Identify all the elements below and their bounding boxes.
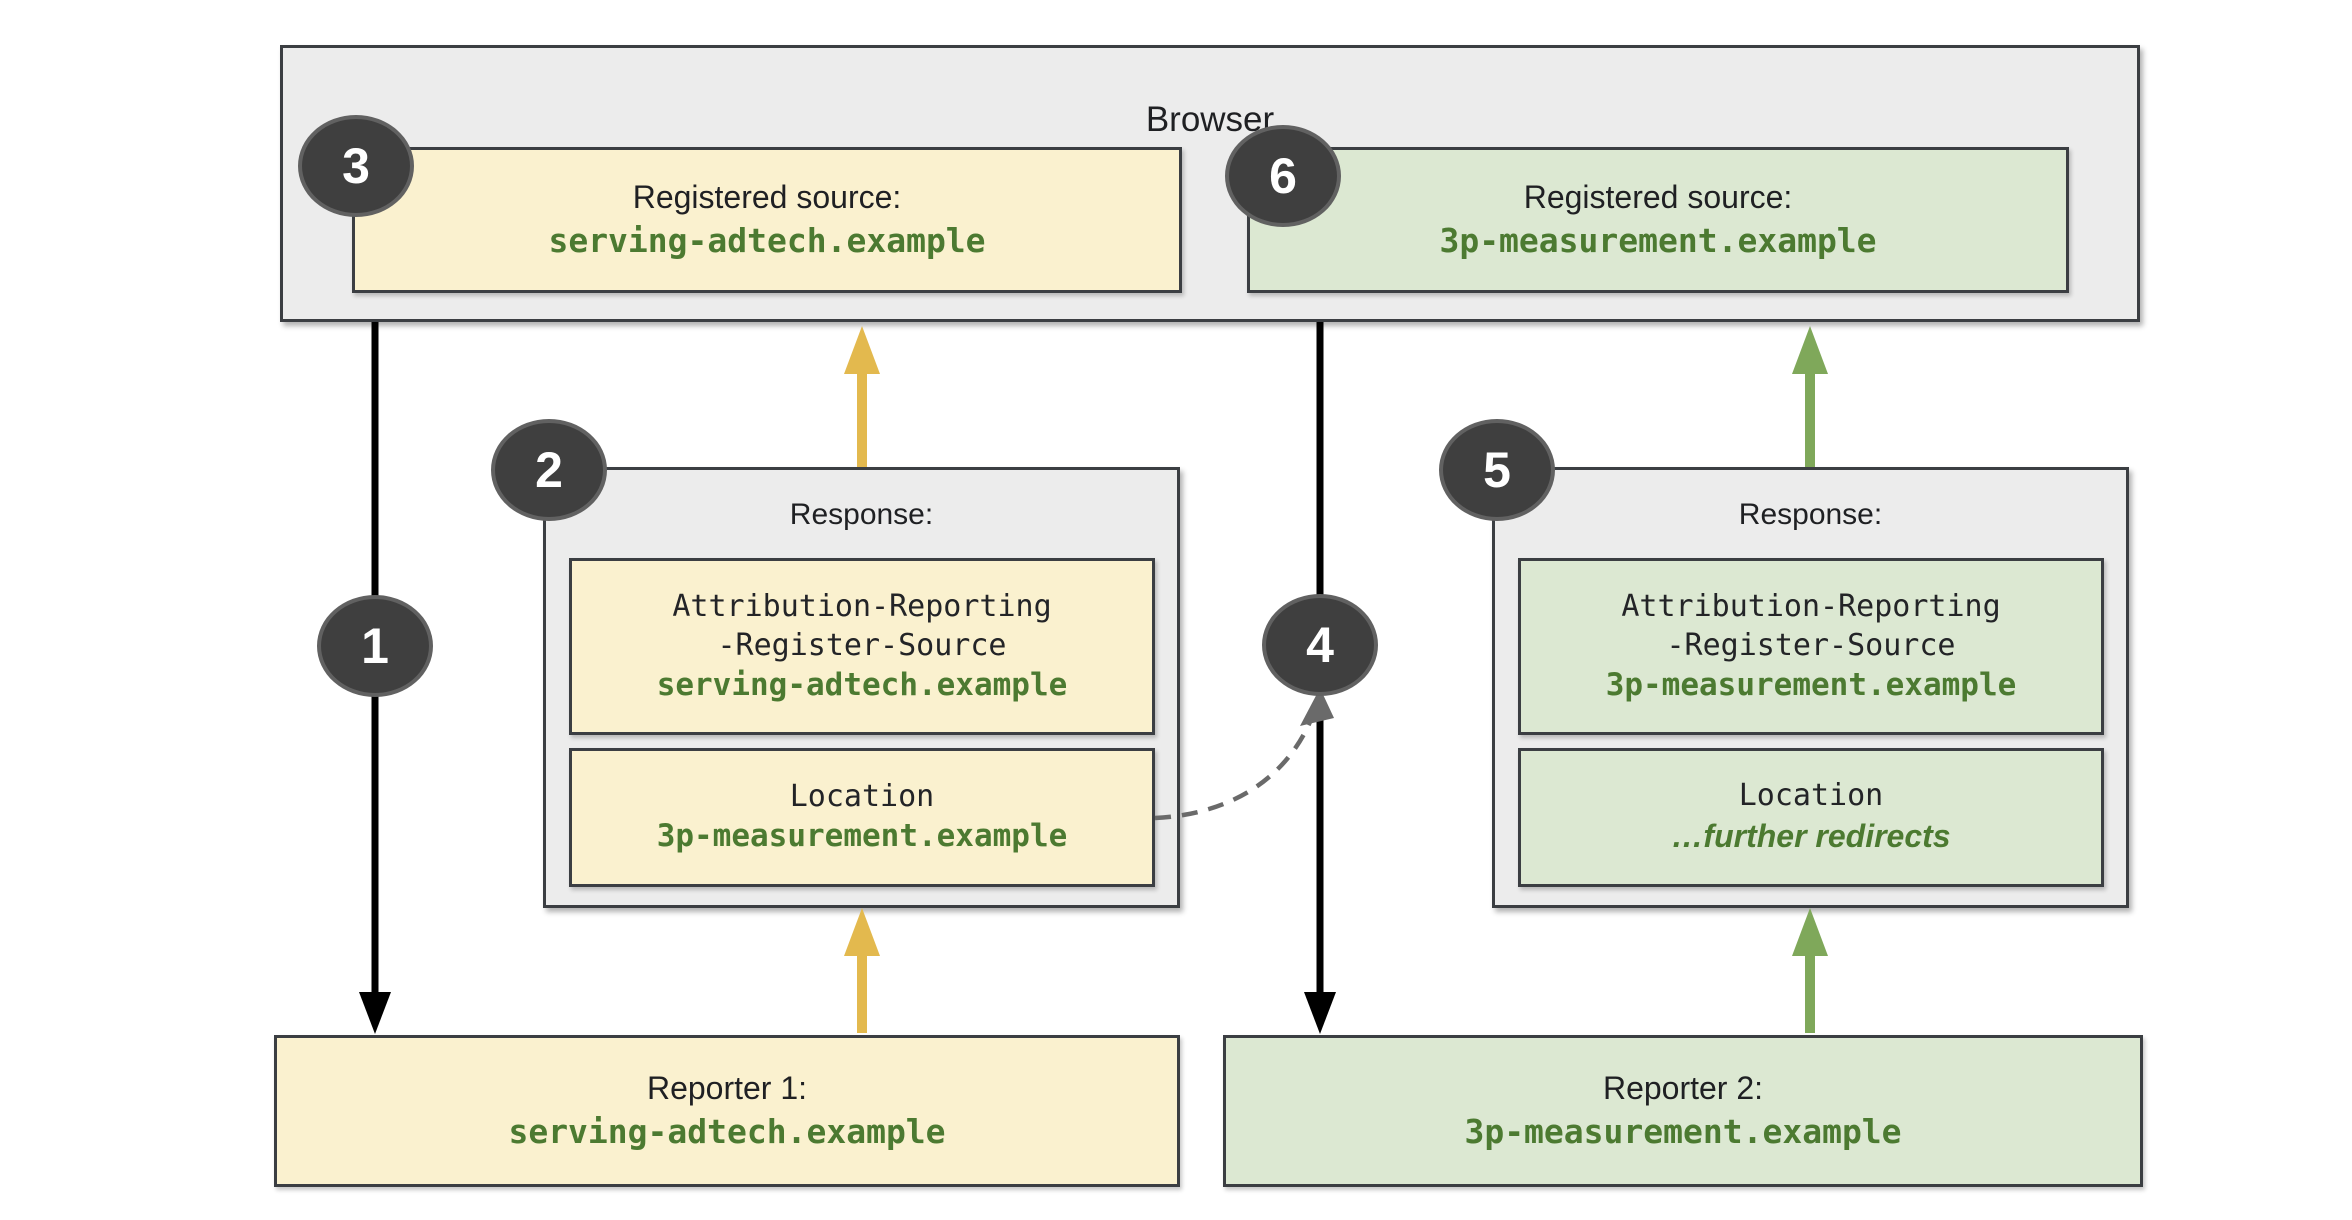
reporter-domain: serving-adtech.example (508, 1111, 946, 1151)
browser-title: Browser (1145, 100, 1275, 139)
response-title: Response: (789, 498, 934, 531)
location-label: Location (789, 779, 935, 815)
location-header-box: Location …further redirects (1518, 748, 2104, 887)
header-name-line1: Attribution-Reporting (1621, 588, 2001, 624)
step-badge-2: 2 (491, 419, 607, 521)
header-name-line2: -Register-Source (717, 627, 1007, 663)
header-name-line1: Attribution-Reporting (672, 588, 1052, 624)
registered-source-domain: serving-adtech.example (548, 220, 986, 260)
registered-source-3p-measurement: Registered source: 3p-measurement.exampl… (1247, 147, 2069, 293)
step-badge-5: 5 (1439, 419, 1555, 521)
registered-source-label: Registered source: (1523, 178, 1793, 215)
reporter-2-box: Reporter 2: 3p-measurement.example (1223, 1035, 2143, 1187)
step-badge-1: 1 (317, 595, 433, 697)
reporter-label: Reporter 1: (646, 1069, 808, 1106)
location-header-box: Location 3p-measurement.example (569, 748, 1155, 887)
reporter-label: Reporter 2: (1602, 1069, 1764, 1106)
registered-source-serving-adtech: Registered source: serving-adtech.exampl… (352, 147, 1182, 293)
register-source-header-box: Attribution-Reporting -Register-Source 3… (1518, 558, 2104, 735)
registered-source-domain: 3p-measurement.example (1439, 220, 1877, 260)
reporter-1-box: Reporter 1: serving-adtech.example (274, 1035, 1180, 1187)
reporter-domain: 3p-measurement.example (1464, 1111, 1902, 1151)
header-value: serving-adtech.example (656, 666, 1068, 703)
step-badge-3: 3 (298, 115, 414, 217)
location-label: Location (1738, 778, 1884, 814)
step-badge-4: 4 (1262, 594, 1378, 696)
response-title: Response: (1738, 498, 1883, 531)
header-name-line2: -Register-Source (1666, 627, 1956, 663)
location-value-further-redirects: …further redirects (1671, 818, 1951, 855)
register-source-header-box: Attribution-Reporting -Register-Source s… (569, 558, 1155, 735)
location-value: 3p-measurement.example (656, 818, 1068, 855)
header-value: 3p-measurement.example (1605, 666, 2017, 703)
step-badge-6: 6 (1225, 125, 1341, 227)
registered-source-label: Registered source: (632, 178, 902, 215)
